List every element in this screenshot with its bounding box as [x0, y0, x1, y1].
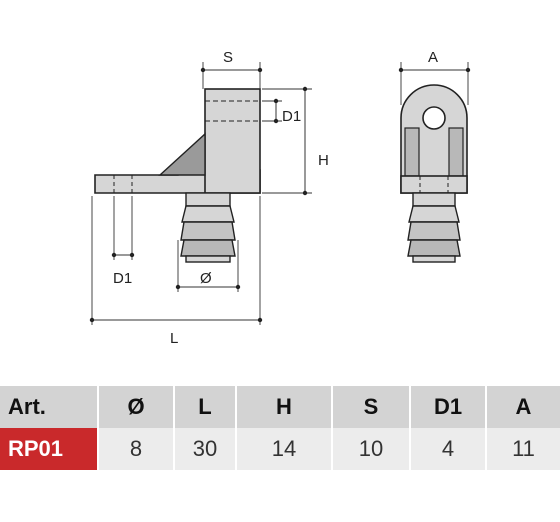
side-gusset [158, 132, 206, 176]
spec-table: Art. Ø L H S D1 A RP01 8 30 14 10 4 11 [0, 386, 560, 470]
label-d1-side: D1 [282, 108, 301, 125]
side-upright [204, 88, 261, 194]
label-d1-bottom: D1 [113, 270, 132, 287]
cell-d1: 4 [410, 428, 487, 470]
table-header-row: Art. Ø L H S D1 A [0, 386, 560, 428]
front-view: A [398, 49, 471, 263]
table-row: RP01 8 30 14 10 4 11 [0, 428, 560, 470]
side-barb [180, 192, 236, 263]
cell-h: 14 [236, 428, 333, 470]
header-diameter: Ø [98, 386, 175, 428]
cell-l: 30 [174, 428, 237, 470]
header-a: A [486, 386, 560, 428]
cell-art-code: RP01 [0, 428, 99, 470]
cell-diameter: 8 [98, 428, 175, 470]
header-l: L [174, 386, 237, 428]
label-diameter: Ø [200, 270, 212, 287]
cell-s: 10 [332, 428, 411, 470]
header-d1: D1 [410, 386, 487, 428]
technical-drawing: S D1 H D1 Ø L A [89, 49, 471, 347]
label-l: L [170, 330, 178, 347]
label-h: H [318, 152, 329, 169]
header-s: S [332, 386, 411, 428]
side-view: S D1 H D1 Ø L [89, 49, 329, 347]
front-base [400, 175, 468, 194]
label-s: S [223, 49, 233, 66]
header-art: Art. [0, 386, 99, 428]
front-barb [407, 192, 461, 263]
header-h: H [236, 386, 333, 428]
front-hole [422, 106, 446, 130]
label-a: A [428, 49, 438, 66]
cell-a: 11 [486, 428, 560, 470]
